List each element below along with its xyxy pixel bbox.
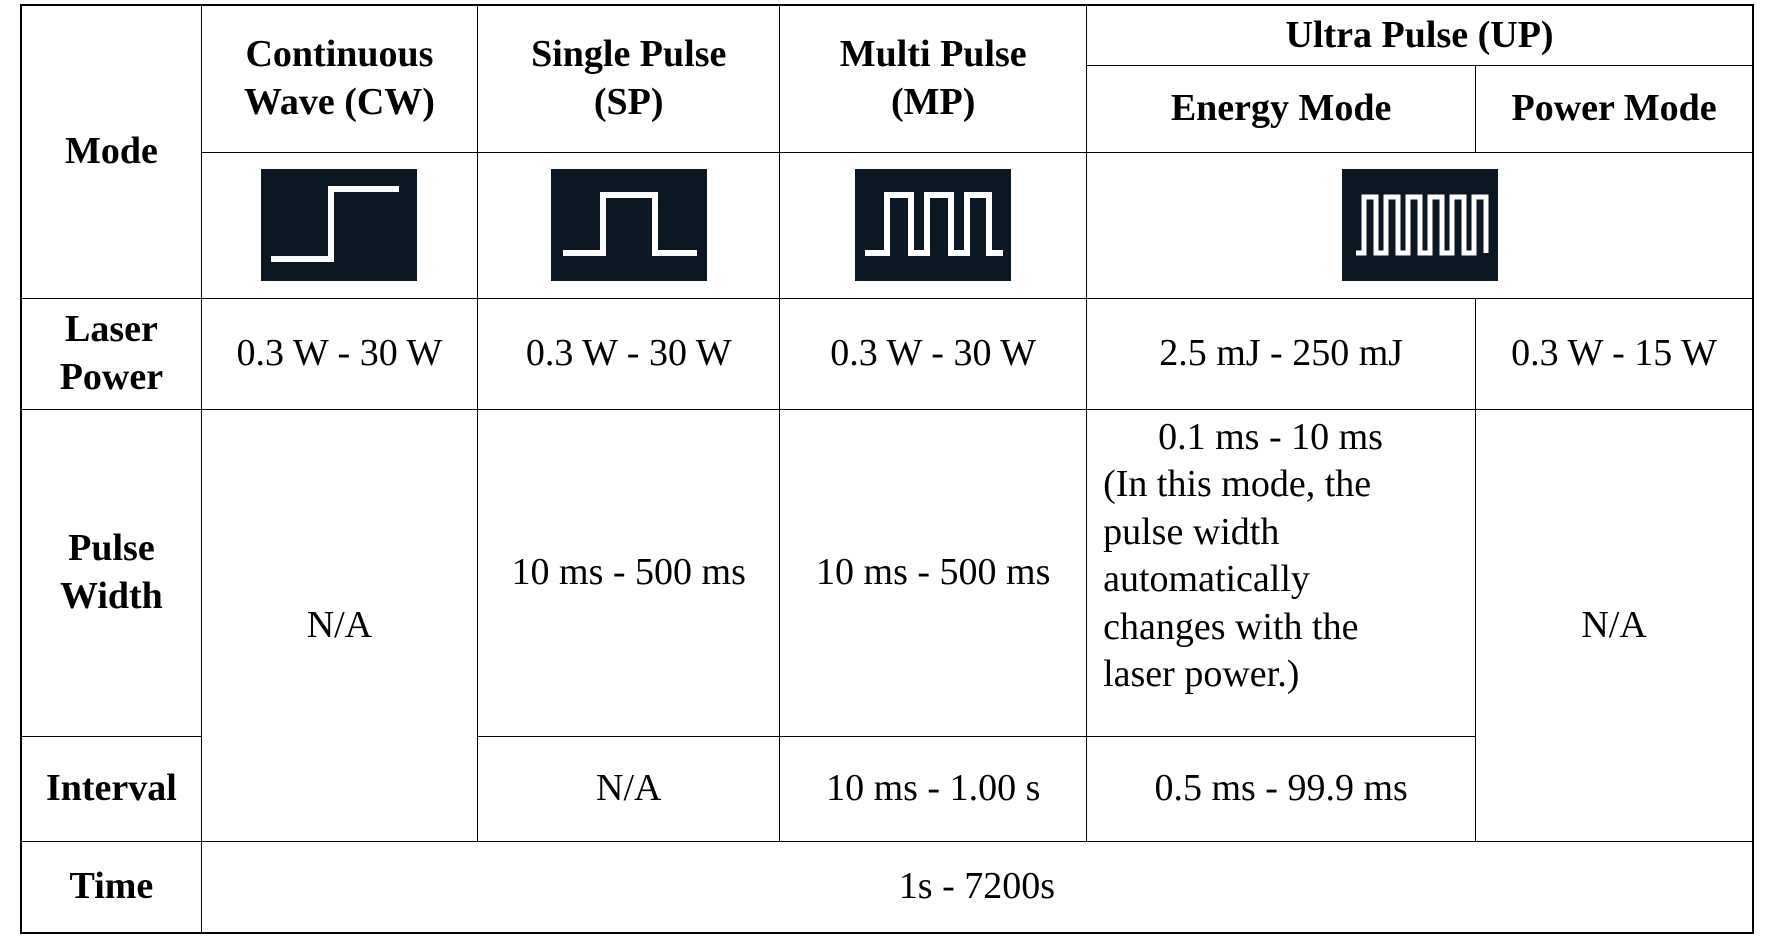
time-label: Time xyxy=(22,840,202,932)
sp-interval: N/A xyxy=(477,735,781,842)
mp-pulse-width: 10 ms - 500 ms xyxy=(779,408,1088,737)
laser-mode-table: Mode Continuous Wave (CW) Single Pulse (… xyxy=(22,6,1752,932)
mp-header: Multi Pulse (MP) xyxy=(779,6,1088,153)
power-mode-laser-power: 0.3 W - 15 W xyxy=(1475,297,1752,410)
sp-waveform-cell xyxy=(477,151,781,299)
power-mode-header: Power Mode xyxy=(1475,65,1752,153)
up-header: Ultra Pulse (UP) xyxy=(1086,6,1752,67)
cw-header: Continuous Wave (CW) xyxy=(200,6,479,153)
power-mode-pulse-width: N/A xyxy=(1475,408,1752,842)
laser-mode-table-frame: Mode Continuous Wave (CW) Single Pulse (… xyxy=(20,4,1754,934)
cw-waveform-cell xyxy=(201,151,479,299)
mode-header: Mode xyxy=(22,6,202,299)
multi-pulse-waveform-icon xyxy=(855,169,1012,282)
energy-mode-laser-power: 2.5 mJ - 250 mJ xyxy=(1086,297,1477,410)
ultra-pulse-waveform-icon xyxy=(1341,169,1498,282)
sp-header: Single Pulse (SP) xyxy=(477,6,781,153)
sp-laser-power: 0.3 W - 30 W xyxy=(477,297,781,410)
mp-interval: 10 ms - 1.00 s xyxy=(779,735,1088,842)
energy-mode-pulse-width-range: 0.1 ms - 10 ms xyxy=(1158,415,1383,458)
mp-waveform-cell xyxy=(779,151,1088,299)
cw-pulse-width: N/A xyxy=(200,408,479,842)
interval-label: Interval xyxy=(22,735,202,842)
sp-pulse-width: 10 ms - 500 ms xyxy=(477,408,781,737)
mp-laser-power: 0.3 W - 30 W xyxy=(779,297,1088,410)
step-waveform-icon xyxy=(261,169,418,282)
laser-power-label: Laser Power xyxy=(22,297,202,410)
single-pulse-waveform-icon xyxy=(550,169,707,282)
time-value: 1s - 7200s xyxy=(200,840,1752,932)
energy-mode-header: Energy Mode xyxy=(1086,65,1477,153)
energy-mode-interval: 0.5 ms - 99.9 ms xyxy=(1086,735,1476,842)
energy-mode-pulse-width-note: (In this mode, the pulse width automatic… xyxy=(1103,463,1372,696)
energy-mode-pulse-width: 0.1 ms - 10 ms (In this mode, the pulse … xyxy=(1086,408,1477,737)
up-waveform-cell xyxy=(1086,151,1752,299)
pulse-width-label: Pulse Width xyxy=(22,408,202,737)
cw-laser-power: 0.3 W - 30 W xyxy=(200,297,479,410)
